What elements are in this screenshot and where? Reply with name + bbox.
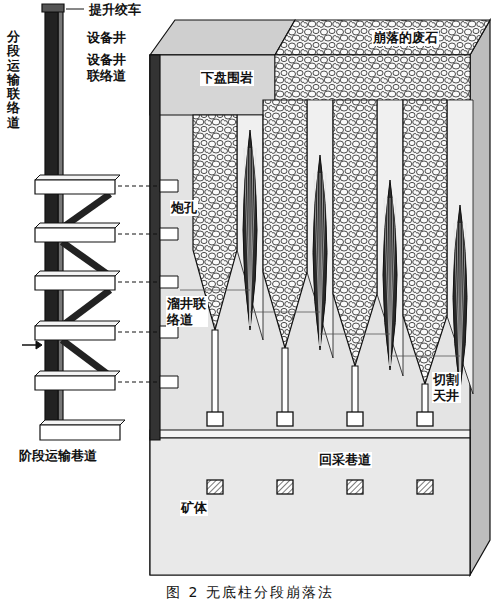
sublevel-crosscut xyxy=(35,376,115,390)
blast-hole xyxy=(250,148,256,326)
blast-hole xyxy=(244,148,250,326)
part-label: 回采巷道 xyxy=(318,452,372,468)
hoist-winch xyxy=(42,4,64,12)
blast-hole xyxy=(247,148,250,326)
blast-hole xyxy=(320,173,323,346)
projection-line xyxy=(118,282,160,283)
blast-hole xyxy=(457,223,460,386)
blast-hole xyxy=(460,223,463,386)
haulage-drift xyxy=(40,425,120,440)
caved-rock-column xyxy=(263,100,307,348)
part-label: 矿体 xyxy=(180,500,208,516)
blast-hole xyxy=(390,198,396,366)
blast-hole-fan xyxy=(243,130,257,330)
sublevel-crosscut xyxy=(35,276,115,290)
drift-top xyxy=(35,321,120,326)
ore-slab xyxy=(377,100,403,376)
blast-hole-fan xyxy=(313,155,327,350)
cut-raise xyxy=(212,330,218,415)
ore-body-front xyxy=(150,438,470,575)
drift-section xyxy=(277,412,293,426)
leader-line xyxy=(66,9,84,10)
drift-top xyxy=(35,271,120,276)
caved-rock-column xyxy=(403,100,447,384)
cut-raise xyxy=(422,384,428,415)
projection-line xyxy=(118,382,160,383)
drift-top xyxy=(35,223,120,228)
level-end xyxy=(160,326,178,338)
cut-raise xyxy=(282,348,288,415)
drift-section xyxy=(417,412,433,426)
blast-hole xyxy=(317,173,320,346)
blast-hole xyxy=(460,223,466,386)
drift-section xyxy=(207,412,223,426)
ore-slab xyxy=(307,100,333,358)
sublevel-crosscut xyxy=(35,180,115,194)
part-label: 提升绞车 xyxy=(88,2,142,18)
level-end xyxy=(160,276,178,288)
drift-section xyxy=(347,412,363,426)
caved-rock-column xyxy=(333,100,377,366)
part-label: 切割天井 xyxy=(432,372,461,403)
cut-raise xyxy=(352,366,358,415)
figure-caption: 图 2 无底柱分段崩落法 xyxy=(0,584,500,602)
blast-hole xyxy=(390,198,393,366)
sublevel-crosscut xyxy=(35,228,115,242)
blast-hole-fan xyxy=(383,180,397,370)
level-end xyxy=(160,376,178,388)
part-label: 设备井联络道 xyxy=(86,52,128,83)
projection-line xyxy=(118,332,160,333)
shaft-side xyxy=(58,8,63,430)
production-drift xyxy=(417,480,433,494)
block-front-face xyxy=(150,55,470,575)
blast-hole xyxy=(320,173,326,346)
part-label: 下盘围岩 xyxy=(200,70,254,86)
part-label: 阶段运输巷道 xyxy=(18,448,98,464)
blast-hole xyxy=(387,198,390,366)
part-label: 崩落的废石 xyxy=(372,30,439,46)
drift-top xyxy=(35,175,120,180)
part-label: 分段运输联络道 xyxy=(6,30,21,130)
drift-top xyxy=(35,371,120,376)
sublevel-ledge xyxy=(250,312,320,313)
caved-rock-top xyxy=(275,20,490,55)
ore-slab xyxy=(237,115,263,340)
part-label: 溜井联络道 xyxy=(166,296,208,327)
haulage-top xyxy=(40,420,125,425)
ore-body-top xyxy=(150,430,470,438)
equipment-shaft xyxy=(45,12,58,430)
sublevel-ledge xyxy=(180,290,250,291)
level-end xyxy=(160,228,178,240)
blast-hole xyxy=(314,173,320,346)
projection-line xyxy=(118,186,160,187)
level-end xyxy=(160,180,178,192)
blast-hole xyxy=(454,223,460,386)
blast-hole xyxy=(250,148,253,326)
blast-hole xyxy=(384,198,390,366)
arrow-head xyxy=(36,341,42,349)
part-label: 设备井 xyxy=(86,30,127,46)
projection-line xyxy=(118,234,160,235)
blast-hole-fan xyxy=(453,205,467,390)
production-drift xyxy=(207,480,223,494)
arrow-shaft xyxy=(22,344,36,346)
ore-slab xyxy=(447,100,473,394)
production-drift xyxy=(347,480,363,494)
footwall-rock xyxy=(150,55,275,115)
sublevel-ledge xyxy=(390,356,460,357)
production-drift xyxy=(277,480,293,494)
part-label: 炮孔 xyxy=(170,200,198,216)
sublevel-ledge xyxy=(320,334,390,335)
footwall-top xyxy=(150,20,295,55)
sublevel-crosscut xyxy=(35,326,115,340)
